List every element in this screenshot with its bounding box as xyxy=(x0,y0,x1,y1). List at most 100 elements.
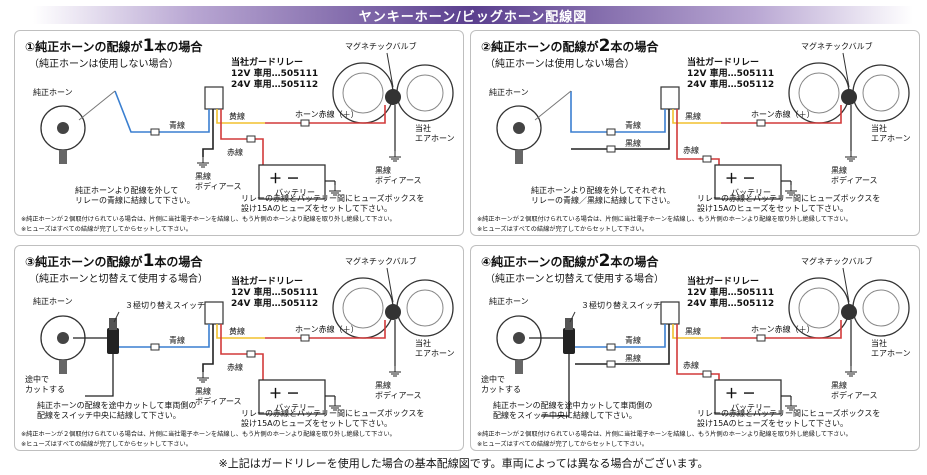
valve-ground-icon xyxy=(845,151,857,162)
yellow-wire-label: 黒線 xyxy=(685,111,701,121)
relay-12v: 12V 車用…505111 xyxy=(687,67,774,79)
relay-24v: 24V 車用…505112 xyxy=(687,78,774,90)
yellow-wire xyxy=(216,324,265,339)
blue-wire-connector xyxy=(606,343,616,351)
oem-horn-center-icon xyxy=(513,122,525,134)
blue-wire xyxy=(570,91,666,133)
footer-note: ※上記はガードリレーを使用した場合の基本配線図です。車両によっては異なる場合がご… xyxy=(218,457,709,470)
oem-horn-lead xyxy=(534,90,572,121)
battery-icon xyxy=(714,164,782,200)
magnetic-valve-icon xyxy=(385,89,401,105)
black-wire xyxy=(202,109,214,157)
airhorn-trumpet-left-inner-icon xyxy=(342,287,384,329)
relay-ground-label: 黒線ボディアース xyxy=(195,171,242,191)
switch-lever-icon xyxy=(565,318,573,330)
three-way-switch-icon xyxy=(563,328,575,354)
fuse-box-icon xyxy=(246,350,256,358)
oem-horn-label: 純正ホーン xyxy=(489,296,529,306)
horn-red-connector xyxy=(300,119,310,127)
airhorn-trumpet-right-icon xyxy=(396,64,454,122)
blue-wire xyxy=(575,324,666,348)
relay-24v: 24V 車用…505112 xyxy=(687,297,774,309)
title-banner: ヤンキーホーン/ビッグホーン配線図 xyxy=(33,6,913,25)
relay-ground-icon xyxy=(197,372,209,383)
yellow-wire xyxy=(672,324,721,339)
airhorn-trumpet-right-icon xyxy=(852,279,910,337)
footnote-2: ※ヒューズはすべての結線が完了してからセットして下さい。 xyxy=(21,440,192,448)
magnetic-valve-icon xyxy=(841,89,857,105)
blue-wire xyxy=(119,324,210,348)
blue-wire-label: 青線 xyxy=(625,335,641,345)
relay-red-wire xyxy=(676,109,720,165)
note-right: リレーの赤線とバッテリー間にヒューズボックスを設け15Aのヒューズをセットして下… xyxy=(241,193,424,213)
footnote-2: ※ヒューズはすべての結線が完了してからセットして下さい。 xyxy=(477,440,648,448)
black-wire xyxy=(575,324,670,365)
our-airhorn-label: 当社エアホーン xyxy=(415,338,455,358)
relay-ground-icon xyxy=(197,157,209,168)
airhorn-trumpet-right-icon xyxy=(852,64,910,122)
oem-horn-center-icon xyxy=(513,332,525,344)
airhorn-trumpet-right-icon xyxy=(396,279,454,337)
battery-terminals-icon: ＋ － xyxy=(725,172,756,187)
airhorn-trumpet-right-inner-icon xyxy=(406,74,444,112)
relay-title: 当社ガードリレー xyxy=(687,56,759,68)
panel-1: ①純正ホーンの配線が1本の場合（純正ホーンは使用しない場合）純正ホーン当社ガード… xyxy=(14,30,464,236)
blue-wire-label: 青線 xyxy=(625,120,641,130)
note-left: 純正ホーンより配線を外してリレーの青線に結線して下さい。 xyxy=(75,185,195,205)
panel-heading: ④純正ホーンの配線が2本の場合 xyxy=(481,251,659,271)
page-title: ヤンキーホーン/ビッグホーン配線図 xyxy=(358,9,588,25)
oem-horn-label: 純正ホーン xyxy=(489,87,529,97)
our-airhorn-label: 当社エアホーン xyxy=(871,123,911,143)
three-way-switch-icon xyxy=(107,328,119,354)
black-wire-connector xyxy=(606,360,616,368)
magnetic-valve-pointer xyxy=(386,267,394,303)
footnote-1: ※純正ホーンが２個取付けられている場合は、片側に当社電子ホーンを結線し、もう片側… xyxy=(21,215,396,223)
switch-pointer xyxy=(113,311,120,323)
note-right: リレーの赤線とバッテリー間にヒューズボックスを設け15Aのヒューズをセットして下… xyxy=(697,408,880,428)
airhorn-trumpet-right-inner-icon xyxy=(862,289,900,327)
airhorn-trumpet-left-inner-icon xyxy=(798,72,840,114)
blue-wire-connector xyxy=(150,343,160,351)
airhorn-trumpet-left-inner-icon xyxy=(342,72,384,114)
panel-3: ③純正ホーンの配線が1本の場合（純正ホーンと切替えて使用する場合）純正ホーン当社… xyxy=(14,245,464,451)
battery-icon xyxy=(258,164,326,200)
battery-ground-icon xyxy=(329,185,341,196)
horn-red-label: ホーン赤線（＋） xyxy=(295,324,359,334)
relay-12v: 12V 車用…505111 xyxy=(687,286,774,298)
horn-red-label: ホーン赤線（＋） xyxy=(751,324,815,334)
relay-title: 当社ガードリレー xyxy=(231,56,303,68)
battery-ground-icon xyxy=(329,400,341,411)
oem-horn-bracket-icon xyxy=(59,360,67,374)
magnetic-valve-pointer xyxy=(842,267,850,303)
our-airhorn-label: 当社エアホーン xyxy=(871,338,911,358)
footnote-2: ※ヒューズはすべての結線が完了してからセットして下さい。 xyxy=(477,225,648,233)
black-wire-label: 黒線 xyxy=(625,353,641,363)
magnetic-valve-icon xyxy=(841,304,857,320)
yellow-wire-label: 黄線 xyxy=(229,111,245,121)
footnote-2: ※ヒューズはすべての結線が完了してからセットして下さい。 xyxy=(21,225,192,233)
red-wire-label: 赤線 xyxy=(227,147,243,157)
oem-horn-bracket-icon xyxy=(59,150,67,164)
yellow-wire xyxy=(672,109,721,124)
valve-ground-label: 黒線ボディアース xyxy=(831,380,878,400)
fuse-box-icon xyxy=(246,135,256,143)
black-wire-label: 黒線 xyxy=(625,138,641,148)
relay-title: 当社ガードリレー xyxy=(231,275,303,287)
black-wire xyxy=(571,109,670,150)
fuse-box-icon xyxy=(702,155,712,163)
yellow-wire xyxy=(216,109,265,124)
blue-wire-label: 青線 xyxy=(169,120,185,130)
black-wire-connector xyxy=(606,145,616,153)
magnetic-valve-pointer xyxy=(386,52,394,88)
airhorn-trumpet-right-inner-icon xyxy=(406,289,444,327)
blue-wire-connector xyxy=(150,128,160,136)
yellow-wire-label: 黒線 xyxy=(685,326,701,336)
oem-horn-bracket-icon xyxy=(515,360,523,374)
switch-label: ３極切り替えスイッチ xyxy=(125,300,205,310)
diagram-svg: ①純正ホーンの配線が1本の場合（純正ホーンは使用しない場合）純正ホーン当社ガード… xyxy=(21,36,455,233)
oem-horn-bracket-icon xyxy=(515,150,523,164)
red-wire-label: 赤線 xyxy=(227,362,243,372)
oem-horn-label: 純正ホーン xyxy=(33,87,73,97)
panel-heading: ②純正ホーンの配線が2本の場合 xyxy=(481,36,659,56)
battery-terminals-icon: ＋ － xyxy=(269,387,300,402)
